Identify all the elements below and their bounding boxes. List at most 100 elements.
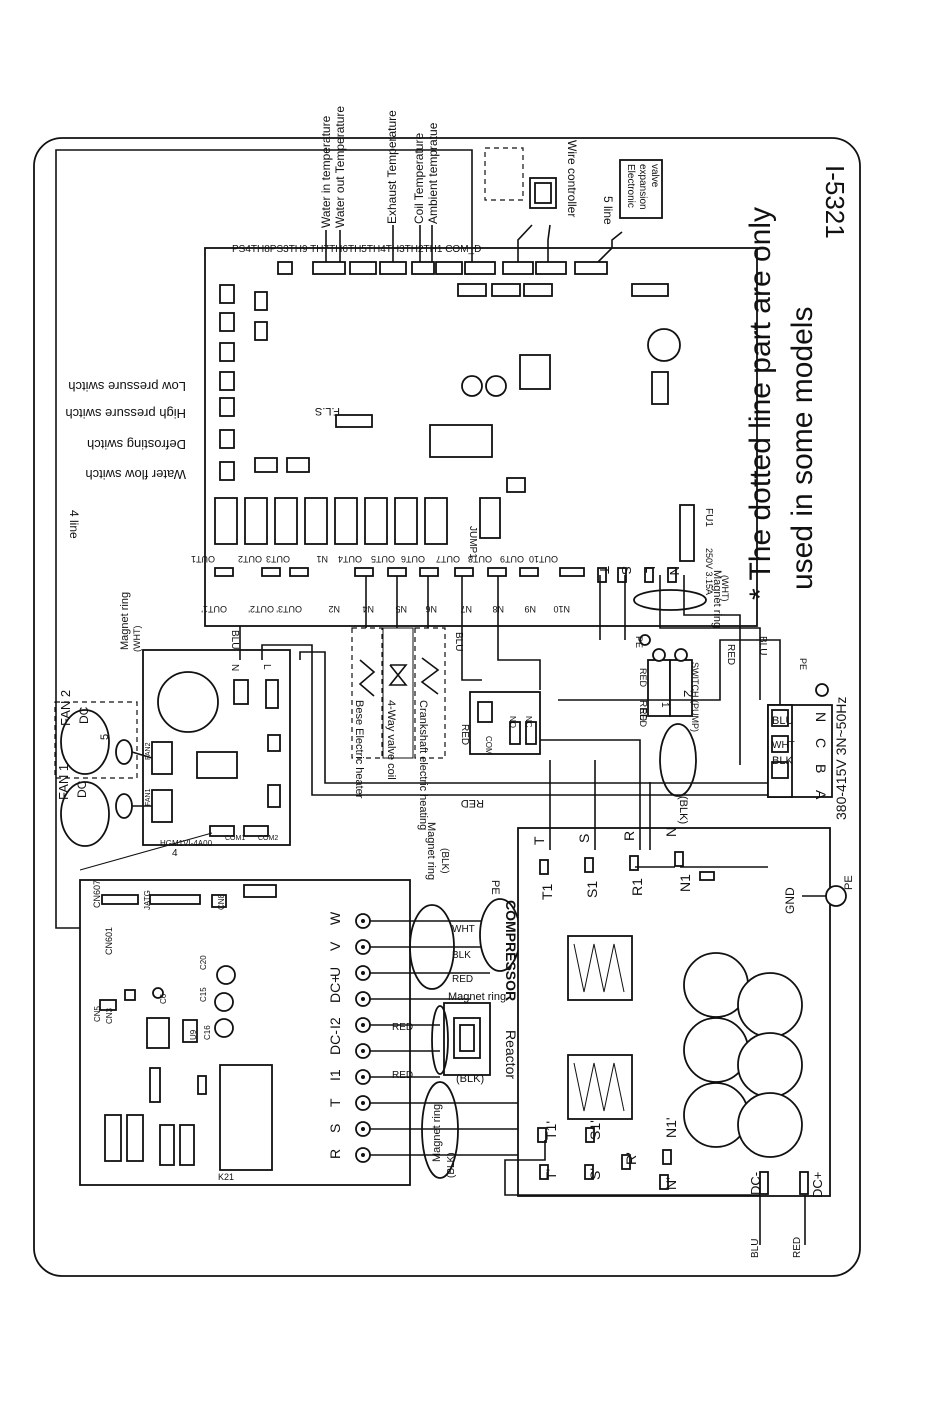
component	[651, 371, 669, 405]
tb-C: C	[813, 738, 829, 748]
relay-k21: K21	[218, 1172, 234, 1182]
fan-port-2: FAN2	[145, 742, 152, 760]
out-top-4: OUT4	[338, 554, 362, 564]
comp-term-9: R	[327, 1149, 343, 1159]
out-bot-3: N2	[328, 604, 340, 614]
comp-term-1: V	[327, 941, 343, 951]
out-top-5: OUT5	[371, 554, 395, 564]
small-connector	[506, 477, 526, 493]
fan-port-3: COM1	[225, 835, 245, 842]
out-bot-0: OUT1'	[201, 604, 227, 614]
magnet-ring-main: Magnet ring	[711, 570, 723, 628]
main-control-board	[204, 247, 758, 627]
sensor-water-in: Water in temperature	[319, 115, 333, 228]
fuse-fu1	[679, 504, 695, 562]
term-T: T	[597, 566, 612, 574]
comp-term-2: U	[327, 967, 343, 977]
fan2-dashed	[54, 701, 138, 779]
comp-magnet-blk2-2: (BLK)	[446, 1152, 457, 1178]
fan-magnet: Magnet ring	[119, 592, 131, 650]
filter-dcm: DC-	[748, 1172, 763, 1195]
fuse-label: 250V 3.15A	[704, 548, 714, 595]
tb-wht: WHT	[772, 740, 795, 751]
filter-out2-2: N1'	[663, 1117, 679, 1138]
switch-high-pressure: High pressure switch	[65, 406, 186, 421]
wire-blu-2: BLU	[453, 632, 464, 651]
filter-out-3: N1	[677, 874, 693, 892]
wire-red-3: RED	[637, 700, 648, 721]
jump1-label: JUMP1	[467, 526, 478, 559]
sensor-ports: PS4TH8PS3TH9 TH7TH6TH5TH4TH3TH2TH1 COM_D	[232, 244, 481, 255]
pump-switch-label: SWITCH (PUMP)	[690, 662, 700, 732]
comp-magnet-blk2-1: Magnet ring	[431, 1104, 443, 1162]
load-valve: 4-Way valve coil	[385, 700, 397, 780]
out-top-2: OUT3	[266, 554, 290, 564]
fu1-label: FU1	[703, 508, 714, 527]
fan-port-1: FAN1	[145, 788, 152, 806]
fls-label: F.L.S	[315, 405, 340, 417]
out-bot-1: OUT2'	[248, 604, 274, 614]
fan2-ring	[115, 739, 133, 765]
note-line-2: used in some models	[786, 307, 819, 590]
wire-red-1: RED	[461, 797, 484, 809]
port-jatg: JATG	[143, 890, 152, 910]
comp-term-7: T	[327, 1098, 343, 1107]
wire-red-2: RED	[725, 644, 736, 665]
sensor-wires	[55, 149, 623, 929]
blk-paren: (BLK)	[677, 796, 689, 824]
filter-in2-2: R'	[623, 1152, 639, 1165]
out-bot-6: N6	[425, 604, 437, 614]
cap-c6: C6	[159, 993, 168, 1004]
relay-nc: NC	[524, 716, 533, 728]
comp-magnet-blk-2: (BLK)	[439, 848, 450, 874]
term-S: S	[619, 566, 634, 575]
filter-in2-3: N'	[663, 1177, 679, 1190]
buzzer	[647, 328, 681, 362]
tb-pe: PE	[798, 658, 808, 670]
output-connectors	[214, 567, 677, 583]
comp-term-0: W	[327, 911, 343, 925]
filter-board	[517, 827, 847, 1197]
compressor-drive-board	[79, 879, 411, 1186]
comp-red-3: RED	[392, 1070, 413, 1081]
wire-controller-label: Wire controller	[565, 140, 579, 217]
comp-red-2: RED	[392, 1022, 413, 1033]
cap-c20: C20	[199, 955, 208, 970]
comp-term-8: S	[327, 1124, 343, 1133]
fan2-label: FAN 2	[58, 690, 73, 726]
relay-no: NO	[508, 716, 517, 728]
filter-out-1: S1	[584, 881, 600, 898]
out-bot-2: OUT3'	[276, 604, 302, 614]
dip-switch-1	[254, 457, 278, 473]
wiring	[79, 575, 806, 1245]
power-terminal-block	[767, 683, 833, 798]
pump-switch	[639, 634, 693, 717]
port-cn5: CN5	[93, 1005, 102, 1022]
power-magnet-ring	[659, 723, 697, 797]
filter-in-2: R	[621, 831, 637, 841]
fan2-dc: DC	[77, 706, 91, 724]
capacitor-a	[461, 375, 483, 397]
chip	[519, 354, 551, 390]
fan-wire4: 4	[172, 848, 178, 859]
loads	[351, 627, 446, 759]
fan1-dc: DC	[75, 780, 89, 798]
fan-model: HGM1VI-4A00	[160, 839, 213, 848]
out-bot-5: N5	[395, 604, 407, 614]
five-line-label: 5 line	[601, 196, 615, 225]
out-top-7: OUT7	[436, 554, 460, 564]
filter-in2-0: T'	[543, 1169, 559, 1180]
exp-valve-3: valve	[649, 164, 660, 188]
fan-count: 5	[99, 734, 111, 740]
comp-red: RED	[452, 974, 473, 985]
filter-in-0: T	[531, 836, 547, 845]
tb-blu: BLU	[772, 715, 793, 727]
filter-red: RED	[792, 1237, 803, 1258]
dip-switch-2	[286, 457, 310, 473]
tb-B: B	[813, 764, 829, 773]
pump-1: 1	[659, 702, 670, 708]
filter-out-2: R1	[629, 878, 645, 896]
term-L: L	[643, 566, 658, 573]
fan1-ring	[115, 793, 133, 819]
filter-pe: PE	[843, 875, 855, 890]
